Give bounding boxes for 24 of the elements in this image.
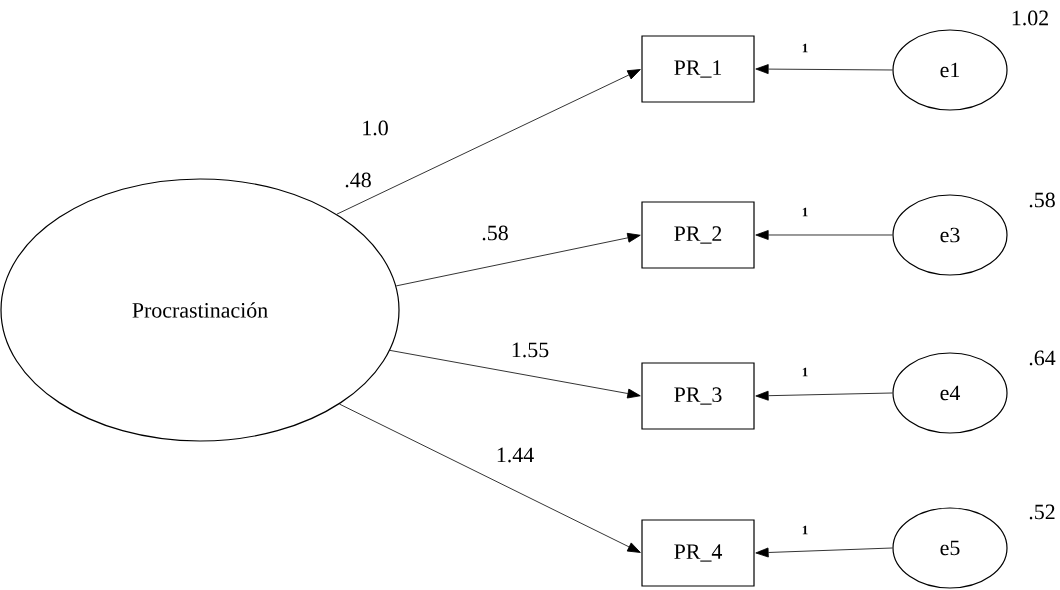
edge-label: 1.44	[494, 446, 536, 464]
arrow	[339, 403, 641, 553]
edge-label: 1	[800, 206, 810, 218]
variance-label: .64	[1029, 350, 1056, 366]
edge-label: .58	[480, 224, 510, 242]
arrow	[755, 230, 893, 240]
observed-box: PR_2	[641, 201, 755, 269]
arrow	[755, 547, 893, 558]
arrow	[755, 390, 893, 401]
edge-label: 1	[800, 524, 810, 536]
variance-label: 1.02	[1012, 10, 1048, 26]
edge-label: 1	[800, 366, 810, 378]
arrow	[389, 350, 641, 399]
observed-box: PR_1	[641, 35, 755, 103]
edge-label: 1	[800, 42, 810, 54]
variance-label: .52	[1029, 504, 1055, 520]
arrow	[395, 232, 641, 287]
variance-label: .58	[1029, 192, 1055, 208]
observed-box: PR_4	[641, 519, 755, 587]
arrow	[755, 64, 893, 75]
arrow	[336, 69, 641, 215]
observed-box: PR_3	[641, 362, 755, 430]
edge-label: 1.55	[509, 341, 551, 359]
edge-label: 1.0	[360, 119, 390, 137]
